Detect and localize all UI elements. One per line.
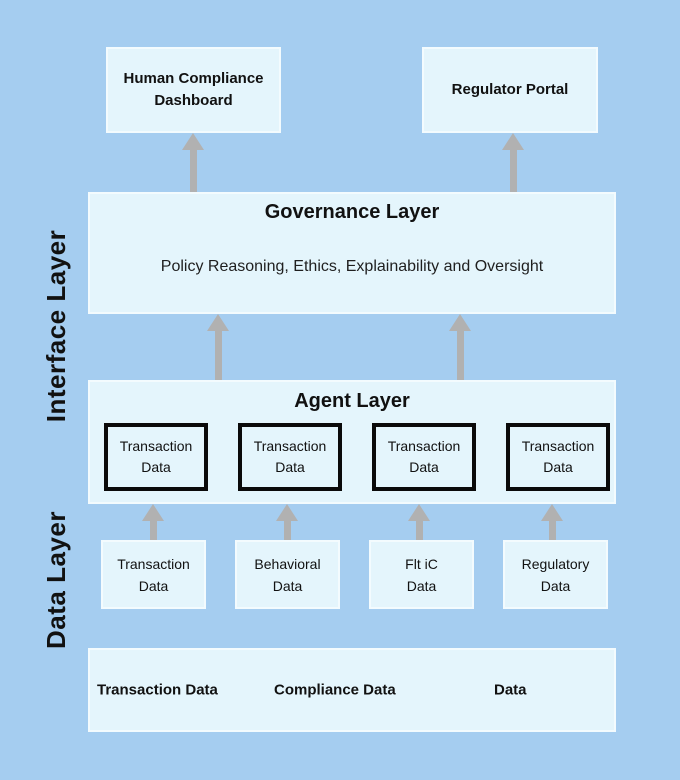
bottom-item-data: Data — [494, 681, 527, 699]
data-box-regulatory: Regulatory Data — [503, 540, 608, 609]
agent-transaction-data-box-3: Transaction Data — [372, 423, 476, 491]
arrow-tail — [189, 150, 197, 192]
regulator-portal-box: Regulator Portal — [422, 47, 598, 133]
data-box-label: Regulatory Data — [521, 555, 590, 594]
agent-box-label: Transaction Data — [521, 438, 595, 475]
arrow-regulatory-data-to-agent — [539, 504, 565, 540]
up-arrowhead-icon — [541, 504, 563, 521]
up-arrowhead-icon — [207, 314, 229, 331]
arrow-tail — [214, 331, 222, 380]
human-compliance-dashboard-box: Human Compliance Dashboard — [106, 47, 281, 133]
agent-box-label: Transaction Data — [119, 438, 193, 475]
human-compliance-dashboard-label: Human Compliance Dashboard — [123, 70, 264, 109]
arrow-tail — [283, 521, 291, 540]
up-arrowhead-icon — [142, 504, 164, 521]
data-layer-strip-box: Transaction Data Compliance Data Data — [88, 648, 616, 732]
agent-box-label: Transaction Data — [253, 438, 327, 475]
arrow-tail — [456, 331, 464, 380]
bottom-item-compliance-data: Compliance Data — [274, 681, 396, 699]
regulator-portal-label: Regulator Portal — [451, 81, 569, 98]
up-arrowhead-icon — [182, 133, 204, 150]
data-box-transaction: Transaction Data — [101, 540, 206, 609]
up-arrowhead-icon — [408, 504, 430, 521]
data-box-label: Behavioral Data — [254, 555, 321, 594]
data-box-behavioral: Behavioral Data — [235, 540, 340, 609]
arrow-tail — [548, 521, 556, 540]
arrow-governance-to-dashboard — [180, 133, 206, 192]
arrow-behavioral-data-to-agent — [274, 504, 300, 540]
arrow-tail — [149, 521, 157, 540]
data-box-label: Transaction Data — [117, 555, 190, 594]
agent-box-label: Transaction Data — [387, 438, 461, 475]
agent-layer-title: Agent Layer — [294, 390, 410, 412]
arrow-transaction-data-to-agent — [140, 504, 166, 540]
agent-layer-box: Agent Layer Transaction Data Transaction… — [88, 380, 616, 504]
up-arrowhead-icon — [502, 133, 524, 150]
governance-layer-box: Governance Layer Policy Reasoning, Ethic… — [88, 192, 616, 314]
up-arrowhead-icon — [276, 504, 298, 521]
arrow-agent-to-governance-right — [447, 314, 473, 380]
data-box-flt-ic: Flt iC Data — [369, 540, 474, 609]
arrow-tail — [509, 150, 517, 192]
data-box-label: Flt iC Data — [405, 555, 438, 594]
agent-transaction-data-box-1: Transaction Data — [104, 423, 208, 491]
agent-transaction-data-box-2: Transaction Data — [238, 423, 342, 491]
governance-layer-subtitle: Policy Reasoning, Ethics, Explainability… — [160, 258, 544, 275]
arrow-flt-ic-data-to-agent — [406, 504, 432, 540]
data-layer-label: Data Layer — [41, 511, 71, 649]
arrow-governance-to-regulator-portal — [500, 133, 526, 192]
arrow-agent-to-governance-left — [205, 314, 231, 380]
arrow-tail — [415, 521, 423, 540]
bottom-item-transaction-data: Transaction Data — [97, 681, 218, 699]
agent-transaction-data-box-4: Transaction Data — [506, 423, 610, 491]
up-arrowhead-icon — [449, 314, 471, 331]
governance-layer-title: Governance Layer — [264, 201, 440, 223]
